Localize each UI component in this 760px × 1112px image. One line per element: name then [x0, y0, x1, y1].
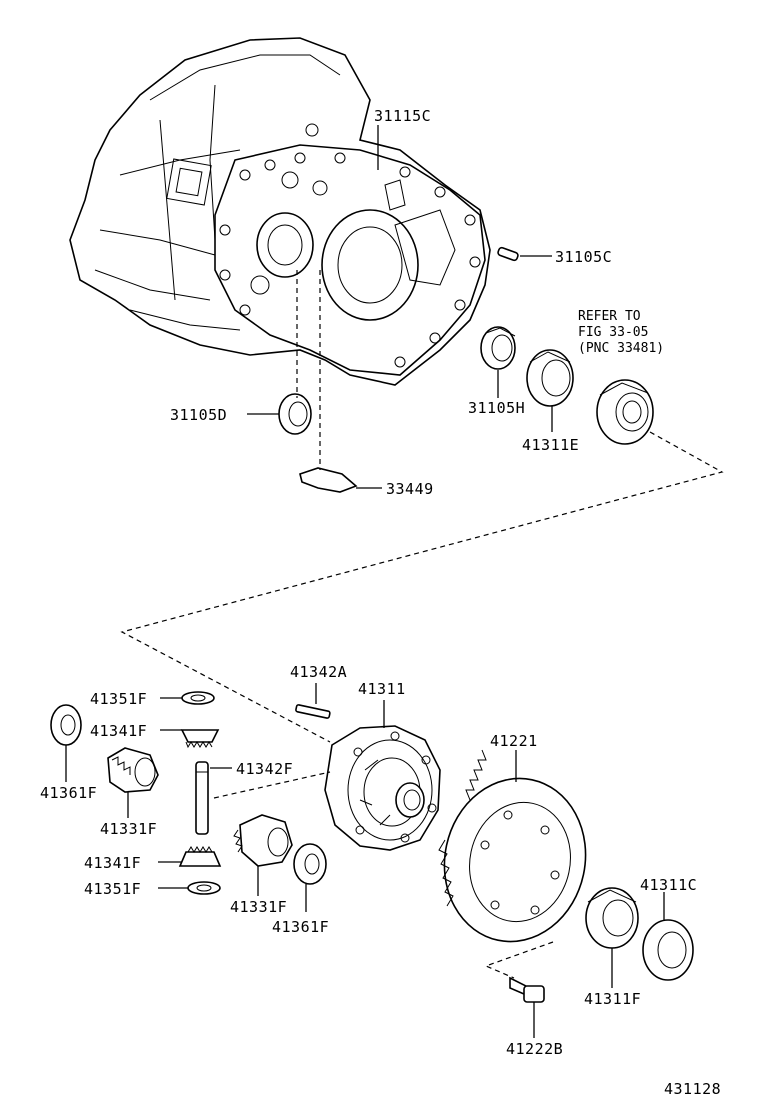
pin-31105C — [497, 246, 519, 262]
label-41221: 41221 — [490, 732, 538, 750]
oil-seal-31105D — [278, 393, 312, 435]
label-41361F-left: 41361F — [40, 784, 97, 802]
label-41351F-bottom: 41351F — [84, 880, 141, 898]
label-41351F-top: 41351F — [90, 690, 147, 708]
label-41331F-left: 41331F — [100, 820, 157, 838]
label-41222B: 41222B — [506, 1040, 563, 1058]
label-31115C: 31115C — [374, 107, 431, 125]
label-41361F-mid: 41361F — [272, 918, 329, 936]
pinion-41341F-top — [180, 729, 220, 749]
label-41311: 41311 — [358, 680, 406, 698]
label-33449: 33449 — [386, 480, 434, 498]
label-31105D: 31105D — [170, 406, 227, 424]
transaxle-housing — [69, 37, 491, 386]
thrust-washer-41361F-left — [50, 704, 82, 746]
bearing-ref-33481 — [596, 379, 654, 445]
label-41342F: 41342F — [236, 760, 293, 778]
thrust-washer-41361F-mid — [293, 843, 327, 885]
pinion-41341F-bottom — [178, 846, 222, 867]
label-31105C: 31105C — [555, 248, 612, 266]
side-gear-41331F-left — [107, 747, 159, 793]
washer-41351F-top — [181, 691, 215, 705]
label-41331F-mid: 41331F — [230, 898, 287, 916]
bearing-41311E — [526, 349, 574, 407]
label-41342A: 41342A — [290, 663, 347, 681]
washer-41351F-bottom — [187, 881, 221, 895]
refer-note-line3: (PNC 33481) — [578, 341, 664, 356]
pin-41342A — [295, 704, 331, 719]
shim-41311C — [642, 919, 694, 981]
label-41341F-bottom: 41341F — [84, 854, 141, 872]
ring-gear-41221 — [438, 749, 587, 943]
label-31105H: 31105H — [468, 399, 525, 417]
label-41311C: 41311C — [640, 876, 697, 894]
plate-33449 — [299, 467, 358, 493]
refer-note-line1: REFER TO — [578, 309, 641, 324]
bearing-41311F — [585, 887, 639, 949]
side-gear-41331F-mid — [233, 814, 293, 867]
pinion-shaft-41342F — [195, 761, 209, 835]
label-41311F: 41311F — [584, 990, 641, 1008]
oil-seal-31105H — [480, 326, 516, 370]
differential-case-41311 — [324, 725, 441, 851]
bolt-41222B — [509, 976, 545, 1003]
label-41311E: 41311E — [522, 436, 579, 454]
refer-note-line2: FIG 33-05 — [578, 325, 648, 340]
label-41341F-top: 41341F — [90, 722, 147, 740]
figure-number: 431128 — [664, 1080, 721, 1098]
